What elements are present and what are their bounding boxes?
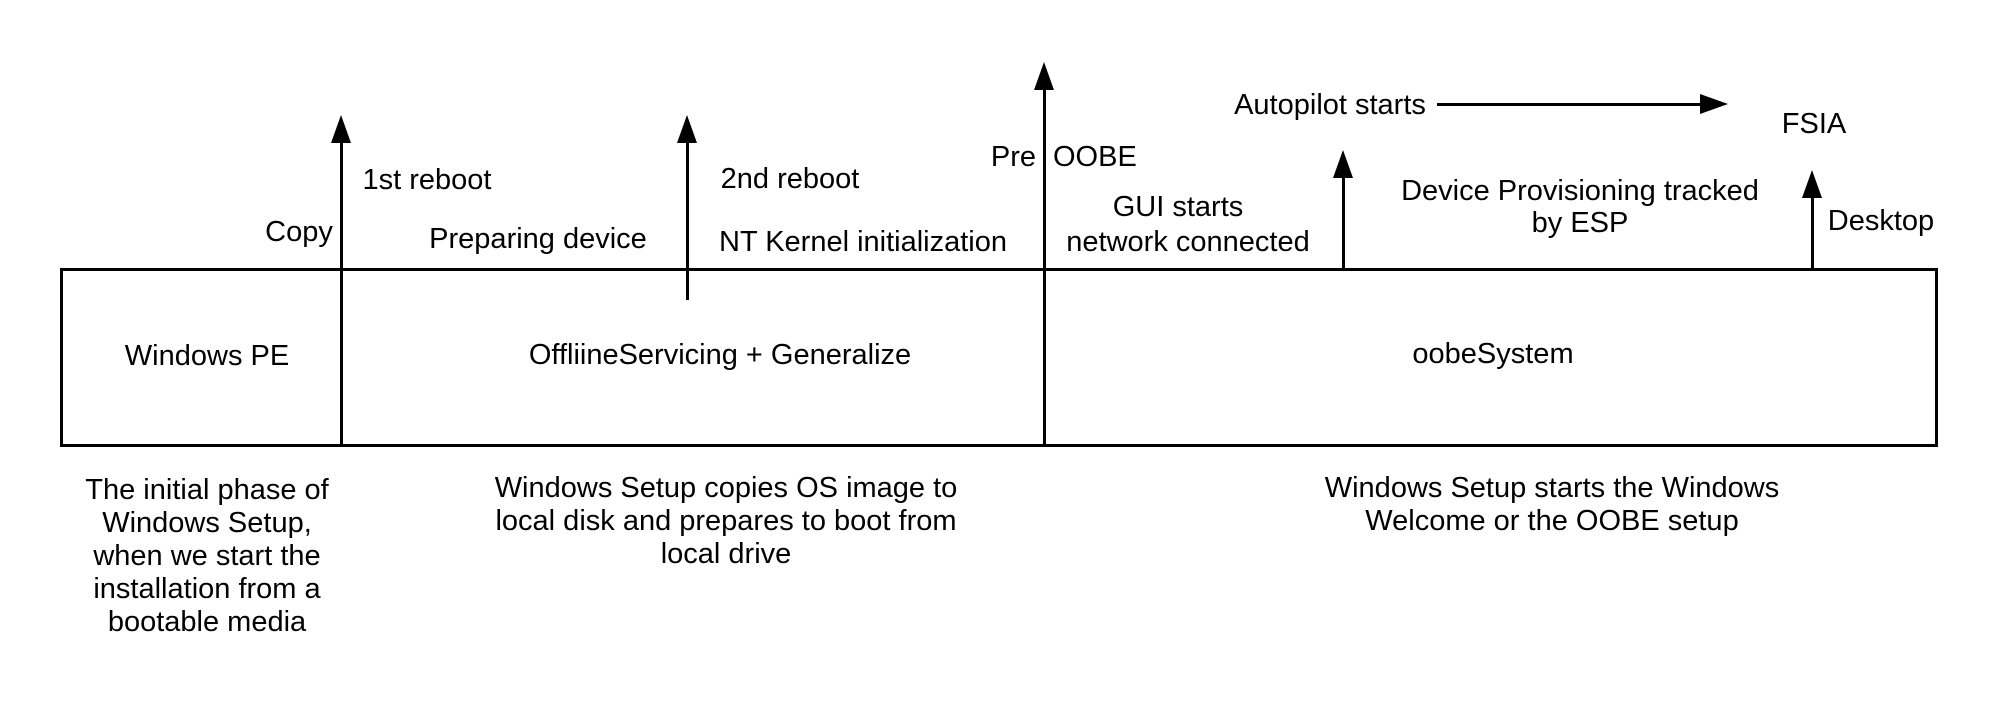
gui-starts-arrowhead <box>1333 150 1353 178</box>
label-preparing-device: Preparing device <box>429 223 647 256</box>
description-line: Windows Setup, <box>102 507 312 539</box>
label-device-provisioning: Device Provisioning tracked by ESP <box>1401 175 1759 239</box>
label-autopilot-starts: Autopilot starts <box>1234 89 1426 122</box>
label-second-reboot: 2nd reboot <box>720 163 860 196</box>
label-device-provisioning-line2: by ESP <box>1531 207 1629 239</box>
desktop-arrowhead <box>1802 170 1822 198</box>
label-fsia: FSIA <box>1781 108 1847 141</box>
first-reboot-arrow <box>340 141 343 447</box>
description-line: Windows Setup starts the Windows <box>1324 472 1780 504</box>
desktop-arrow <box>1811 196 1814 268</box>
second-reboot-arrowhead <box>677 115 697 143</box>
description-line: local disk and prepares to boot from <box>495 505 957 537</box>
label-oobe: OOBE <box>1053 141 1137 174</box>
description-line: local drive <box>660 538 792 570</box>
description-line: when we start the <box>93 540 321 572</box>
description-line: bootable media <box>107 606 307 638</box>
description-offline-servicing: Windows Setup copies OS image to local d… <box>495 472 958 571</box>
first-reboot-arrowhead <box>331 115 351 143</box>
phase-label-windows-pe: Windows PE <box>124 340 290 373</box>
gui-starts-arrow <box>1342 176 1345 268</box>
description-line: installation from a <box>93 573 321 605</box>
phase-label-offline-servicing: OffliineServicing + Generalize <box>528 339 912 372</box>
pre-oobe-arrowhead <box>1034 62 1054 90</box>
description-windows-pe: The initial phase of Windows Setup, when… <box>85 474 328 639</box>
second-reboot-arrow <box>686 141 689 300</box>
description-line: Windows Setup copies OS image to <box>494 472 958 504</box>
label-gui-starts: GUI starts <box>1112 191 1244 224</box>
description-oobe-system: Windows Setup starts the Windows Welcome… <box>1325 472 1780 538</box>
label-desktop: Desktop <box>1827 205 1935 238</box>
pre-oobe-arrow <box>1043 88 1046 447</box>
label-first-reboot: 1st reboot <box>362 164 492 197</box>
description-line: The initial phase of <box>85 474 329 506</box>
label-pre: Pre <box>990 141 1036 174</box>
label-copy: Copy <box>265 216 333 249</box>
label-nt-kernel-initialization: NT Kernel initialization <box>719 226 1007 259</box>
autopilot-arrow <box>1437 103 1703 106</box>
description-line: Welcome or the OOBE setup <box>1365 505 1739 537</box>
autopilot-arrowhead <box>1700 94 1728 114</box>
timeline-box <box>60 268 1938 447</box>
label-device-provisioning-line1: Device Provisioning tracked <box>1401 175 1759 207</box>
label-network-connected: network connected <box>1066 226 1310 259</box>
phase-label-oobe-system: oobeSystem <box>1412 338 1574 371</box>
